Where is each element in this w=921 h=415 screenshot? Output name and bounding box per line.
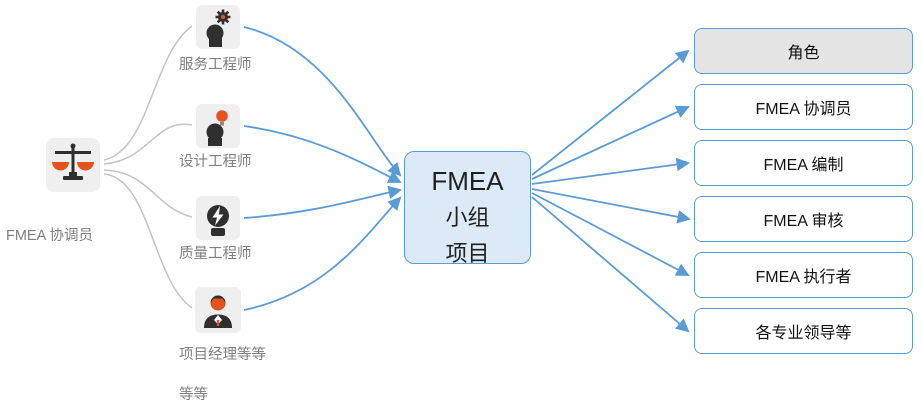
gear-head-icon <box>196 5 240 49</box>
role-label: FMEA 编制 <box>763 157 844 174</box>
role-label: 各专业领导等 <box>755 325 852 342</box>
role-box-header: 角色 <box>694 28 913 74</box>
bulb-head-icon <box>196 104 240 148</box>
role-label: FMEA 执行者 <box>755 269 852 286</box>
lightning-head-icon <box>196 196 240 240</box>
center-to-roles-arrows <box>531 49 691 333</box>
role-box-authoring: FMEA 编制 <box>694 140 913 186</box>
person-icon <box>195 287 241 333</box>
role-box-leaders: 各专业领导等 <box>694 308 913 354</box>
member-label-quality: 质量工程师 <box>179 246 252 262</box>
center-node-line1: FMEA <box>431 166 504 196</box>
coordinator-label: FMEA 协调员 <box>6 228 94 244</box>
members-to-center-arrows <box>243 26 402 311</box>
role-label: FMEA 协调员 <box>755 101 852 118</box>
coordinator-bracket <box>103 25 193 309</box>
balance-scale-icon <box>46 138 100 192</box>
center-node-line3: 项目 <box>445 241 490 264</box>
member-label-pm-extra: 等等 <box>179 387 208 403</box>
role-box-review: FMEA 审核 <box>694 196 913 242</box>
center-node-line2: 小组 <box>445 205 490 230</box>
role-box-executor: FMEA 执行者 <box>694 252 913 298</box>
member-label-pm: 项目经理等等 <box>179 347 266 363</box>
fmea-team-project-node: FMEA 小组 项目 <box>404 151 531 264</box>
member-label-service: 服务工程师 <box>179 57 252 73</box>
role-box-coordinator: FMEA 协调员 <box>694 84 913 130</box>
role-label: 角色 <box>787 45 820 62</box>
member-label-design: 设计工程师 <box>179 154 252 170</box>
role-label: FMEA 审核 <box>763 213 844 230</box>
